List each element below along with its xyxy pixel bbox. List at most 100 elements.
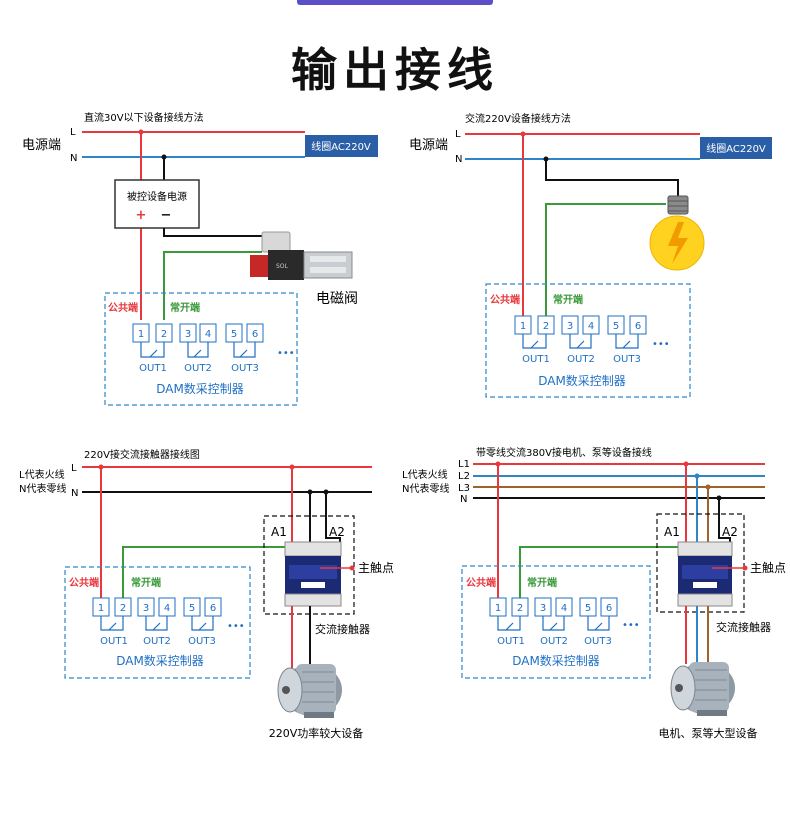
junction-dot — [705, 484, 711, 490]
terminal-4: 4 — [561, 603, 567, 614]
controller-label: DAM数采控制器 — [116, 653, 204, 668]
common-end-label: 公共端 — [108, 301, 138, 314]
panel-ac-220v: 交流220V设备接线方法 电源端 L N 线圈AC220V 公共端 常开端 1 … — [409, 112, 772, 398]
terminal-2: 2 — [161, 329, 167, 340]
terminal-6: 6 — [606, 603, 612, 614]
junction-dot — [716, 495, 722, 501]
common-end-label: 公共端 — [466, 576, 496, 589]
no-wire — [163, 251, 262, 320]
A2-label: A2 — [329, 525, 345, 539]
junction-dot — [543, 156, 549, 162]
terminal-block: 1 2 3 4 5 6 — [489, 597, 618, 631]
no-end-label: 常开端 — [553, 293, 583, 306]
line-L1-label: L1 — [458, 459, 470, 470]
line-N-label: N — [71, 488, 78, 499]
junction-dot — [323, 489, 329, 495]
line-L-label: L — [71, 463, 77, 474]
coil-badge — [305, 135, 378, 157]
terminal-4: 4 — [588, 321, 594, 332]
out2-label: OUT2 — [540, 636, 568, 647]
line-L-label: L — [455, 129, 461, 140]
A1-label: A1 — [664, 525, 680, 539]
solenoid-valve-label: 电磁阀 — [316, 291, 358, 307]
main-contact-label: 主触点 — [750, 561, 786, 575]
contactor-label: 交流接触器 — [716, 620, 771, 634]
line-N-label: N — [460, 494, 467, 505]
more-terminals-dots: ••• — [227, 621, 245, 632]
out3-label: OUT3 — [188, 636, 216, 647]
terminal-6: 6 — [210, 603, 216, 614]
n-zero-note: N代表零线 — [402, 482, 449, 495]
panel2-caption: 交流220V设备接线方法 — [465, 112, 571, 125]
terminal-1: 1 — [495, 603, 501, 614]
no-end-label: 常开端 — [527, 576, 557, 589]
contactor-icon — [677, 541, 733, 607]
top-accent-bar — [297, 0, 493, 5]
line-L2-label: L2 — [458, 471, 470, 482]
motor-icon — [670, 662, 735, 716]
terminal-4: 4 — [205, 329, 211, 340]
line-L3-label: L3 — [458, 483, 470, 494]
minus-sign: − — [161, 208, 172, 223]
plus-sign: + — [136, 208, 147, 223]
terminal-6: 6 — [635, 321, 641, 332]
motor-icon — [277, 664, 342, 718]
out1-label: OUT1 — [522, 354, 550, 365]
A2-label: A2 — [722, 525, 738, 539]
power-end-label: 电源端 — [22, 138, 61, 153]
pointer-dot — [742, 565, 748, 571]
dam-controller-box — [485, 283, 691, 398]
solenoid-valve-icon: SOL — [250, 231, 353, 280]
terminal-3: 3 — [143, 603, 149, 614]
terminal-2: 2 — [120, 603, 126, 614]
no-end-label: 常开端 — [170, 301, 200, 314]
common-end-label: 公共端 — [490, 293, 520, 306]
more-terminals-dots: ••• — [652, 339, 670, 350]
line-N-label: N — [455, 154, 462, 165]
page-title: 输出接线 — [291, 43, 499, 97]
main-contact-label: 主触点 — [358, 561, 394, 575]
terminal-1: 1 — [138, 329, 144, 340]
dam-controller-box — [64, 566, 251, 679]
no-wire-to-A1 — [519, 546, 680, 598]
powered-supply-box — [114, 179, 200, 229]
out3-label: OUT3 — [231, 363, 259, 374]
panel-220v-contactor: 220V接交流接触器接线图 L代表火线 N代表零线 L N A1 A2 主触点 … — [19, 448, 394, 740]
out1-label: OUT1 — [497, 636, 525, 647]
line-L-label: L — [70, 127, 76, 138]
panel-380v-motor: 带零线交流380V接电机、泵等设备接线 L代表火线 N代表零线 L1 L2 L3… — [402, 446, 786, 740]
l-fire-note: L代表火线 — [19, 468, 65, 481]
contactor-outline — [656, 513, 745, 613]
A1-label: A1 — [271, 525, 287, 539]
light-bulb-icon — [649, 195, 705, 271]
common-end-label: 公共端 — [69, 576, 99, 589]
terminal-3: 3 — [185, 329, 191, 340]
powered-supply-label: 被控设备电源 — [127, 190, 187, 203]
junction-dot — [495, 461, 501, 467]
terminal-block: 1 2 3 4 5 6 — [132, 323, 264, 358]
terminal-block: 1 2 3 4 5 6 — [514, 315, 647, 349]
controller-label: DAM数采控制器 — [512, 653, 600, 668]
coil-badge-text: 线圈AC220V — [311, 140, 371, 153]
contactor-label: 交流接触器 — [315, 622, 370, 636]
neutral-wire-to-A2 — [325, 492, 341, 548]
power-end-label: 电源端 — [409, 138, 448, 153]
terminal-2: 2 — [543, 321, 549, 332]
junction-dot — [307, 489, 313, 495]
panel1-caption: 直流30V以下设备接线方法 — [84, 111, 204, 124]
out1-label: OUT1 — [139, 363, 167, 374]
terminal-1: 1 — [520, 321, 526, 332]
neutral-to-lamp — [545, 159, 679, 200]
junction-dot — [98, 464, 104, 470]
no-wire — [545, 203, 666, 316]
minus-wire — [163, 228, 262, 237]
out1-label: OUT1 — [100, 636, 128, 647]
terminal-4: 4 — [164, 603, 170, 614]
dam-controller-box — [461, 565, 651, 679]
terminal-3: 3 — [567, 321, 573, 332]
out2-label: OUT2 — [184, 363, 212, 374]
junction-dot — [694, 473, 700, 479]
terminal-5: 5 — [189, 603, 195, 614]
n-zero-note: N代表零线 — [19, 482, 66, 495]
